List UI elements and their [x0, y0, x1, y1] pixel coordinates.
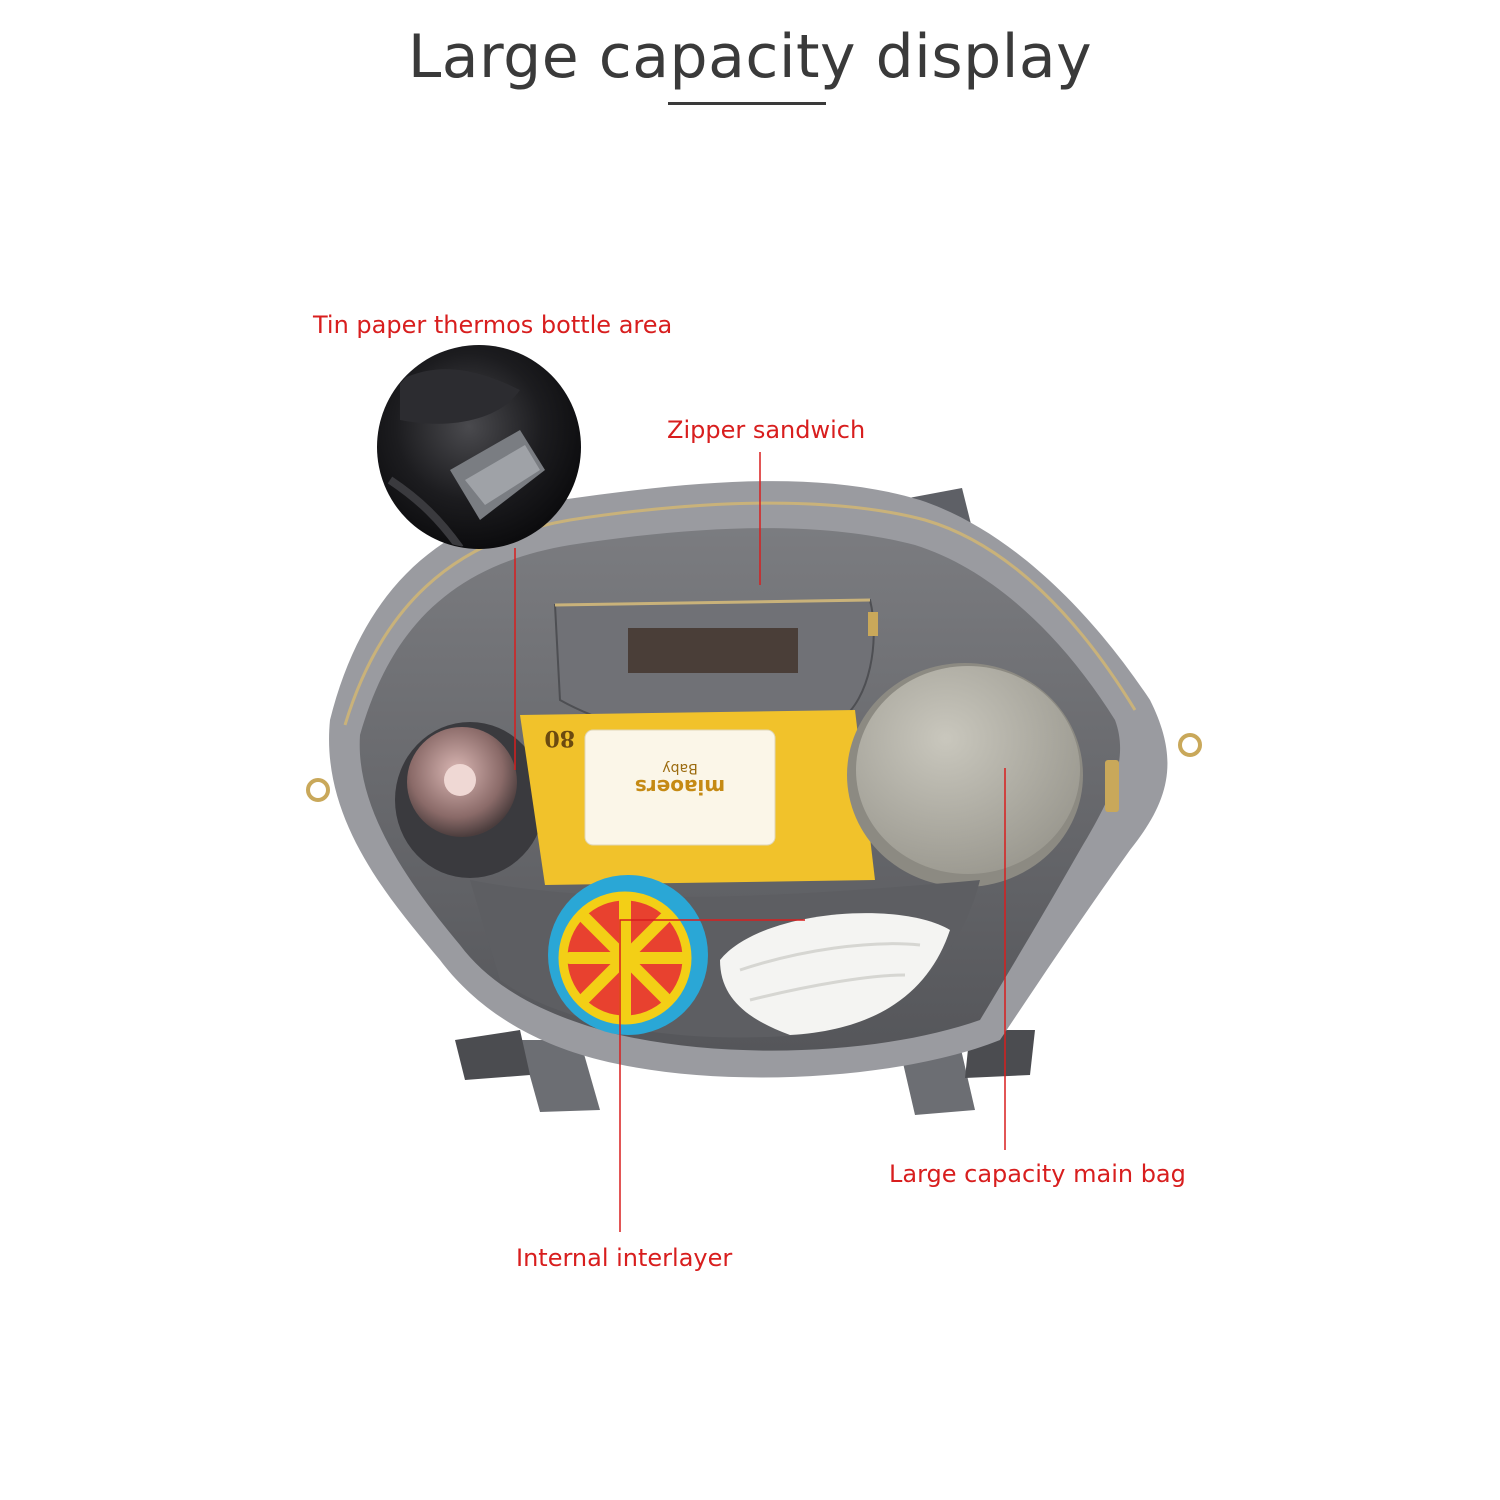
wipes-count-text: 80	[544, 725, 575, 751]
wipes-pack: miaoers Baby 80	[520, 710, 875, 885]
zipper-trim	[343, 501, 1137, 726]
wipes-subtitle-text: Baby	[662, 760, 697, 776]
callout-zipper-sandwich: Zipper sandwich	[667, 416, 866, 444]
page-title: Large capacity display	[407, 22, 1093, 92]
callout-internal-interlayer: Internal interlayer	[516, 1244, 733, 1272]
leader-interlayer	[619, 919, 805, 1232]
strap-ring-left	[306, 778, 330, 802]
pocket-item	[628, 628, 798, 673]
strap-ring-right	[1178, 733, 1202, 757]
strap-bottom	[455, 1030, 1035, 1115]
toy-ball	[548, 875, 708, 1035]
thermos-inset	[377, 345, 581, 549]
callout-thermos-area: Tin paper thermos bottle area	[313, 311, 673, 339]
pocket-zipper-pull	[868, 612, 878, 636]
side-zipper-pull	[1105, 760, 1119, 812]
round-container	[847, 663, 1083, 887]
callout-main-bag: Large capacity main bag	[889, 1160, 1186, 1188]
title-underline	[668, 102, 826, 105]
pocket-zipper-line	[554, 598, 871, 607]
wipes-brand-text: miaoers	[635, 775, 725, 799]
folded-diapers	[720, 913, 950, 1035]
baby-bottle	[395, 722, 545, 878]
